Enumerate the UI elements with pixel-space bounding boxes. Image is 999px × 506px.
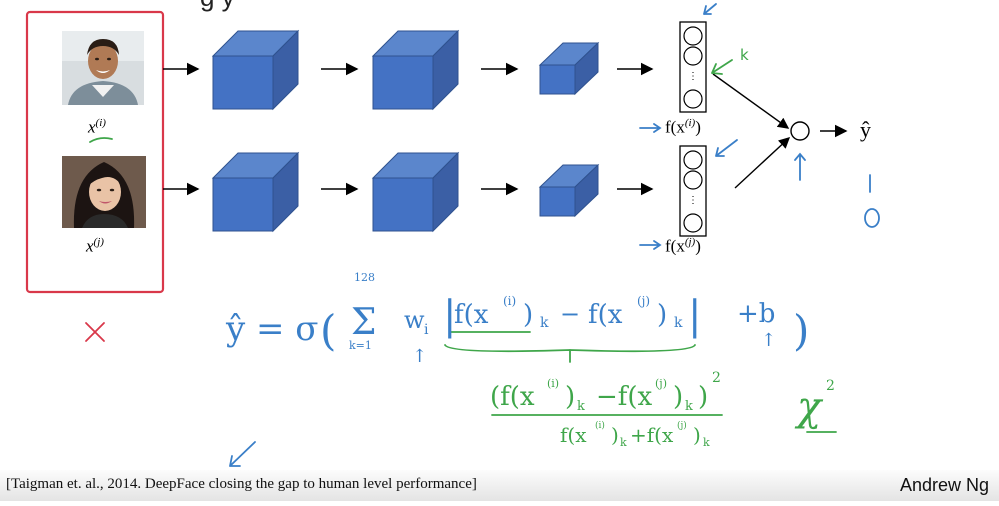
svg-text:): ) — [693, 423, 701, 447]
formula-main: ŷ = σ ( 128 Σ k=1 w i ↑ | f(x (i) ) k − … — [225, 271, 809, 367]
chi-num-b-sup: (j) — [655, 377, 667, 390]
encoding-label-i: f(x(i)) — [665, 117, 701, 137]
chi-den-a: f(x — [560, 423, 587, 447]
face-image-i — [62, 31, 144, 105]
conv-block-3a — [538, 41, 600, 96]
conv-block-3b — [538, 163, 600, 218]
svg-text:): ) — [698, 382, 708, 412]
abs-bar-left: | — [443, 293, 456, 339]
conv-block-2a — [371, 29, 460, 111]
merge-arrow-bottom — [734, 137, 791, 189]
abs-term-right: f(x — [588, 300, 623, 330]
svg-text:): ) — [673, 382, 683, 412]
author-name: Andrew Ng — [899, 475, 989, 495]
input-label-i: x(i) — [88, 117, 106, 137]
abs-bar-right: | — [688, 293, 701, 339]
conv-block-1a — [211, 29, 300, 111]
chi-den-plus: +f(x — [630, 423, 674, 447]
sum-sigma: Σ — [351, 302, 376, 343]
merge-arrow-top — [712, 73, 790, 129]
chi-num-b-sub: k — [685, 399, 693, 414]
chi-symbol: χ — [794, 384, 824, 430]
formula-close-paren: ) — [793, 306, 809, 355]
chi-pow: 2 — [826, 378, 835, 394]
k-label: k — [740, 46, 749, 64]
svg-text:): ) — [657, 300, 667, 330]
face-image-j — [62, 156, 146, 228]
output-yhat: ŷ — [860, 117, 871, 142]
face-woman-icon — [62, 156, 146, 228]
green-annotations — [89, 59, 837, 433]
svg-text:): ) — [565, 382, 575, 412]
red-x-mark — [85, 322, 105, 342]
svg-text:): ) — [523, 300, 533, 330]
bias-arrow: ↑ — [761, 330, 776, 351]
abs-term-right-sup: (j) — [637, 294, 650, 308]
chi-den-a-sub: k — [620, 436, 627, 449]
encoding-label-j: f(x(j)) — [665, 236, 701, 256]
output-node — [790, 121, 810, 141]
conv-block-2b — [371, 151, 460, 233]
encoding-vector-1: ⋮ — [679, 21, 707, 113]
input-frame — [25, 10, 165, 294]
title-fragment: g y — [200, 0, 235, 12]
formula-open-paren: ( — [320, 306, 336, 355]
chi-den-b-sup: (j) — [677, 420, 687, 431]
chi-num-minus: −f(x — [596, 382, 653, 412]
weight: w — [404, 306, 425, 334]
sum-lower: k=1 — [349, 339, 372, 352]
blue-annotations — [229, 3, 880, 467]
chi-num-a-sub: k — [577, 399, 585, 414]
svg-text:⋮: ⋮ — [688, 71, 698, 82]
chi-num-a-sup: (i) — [547, 377, 559, 390]
svg-text:⋮: ⋮ — [688, 195, 698, 206]
sum-upper: 128 — [354, 271, 375, 284]
chi-num-pow: 2 — [712, 370, 721, 386]
abs-term-left-sub: k — [540, 315, 549, 331]
weight-sub: i — [424, 322, 429, 338]
abs-term-left-sup: (i) — [503, 294, 516, 308]
formula-yhat: ŷ = σ — [225, 309, 319, 349]
citation-text: [Taigman et. al., 2014. DeepFace closing… — [6, 476, 477, 492]
footer-bar — [0, 470, 999, 501]
encoding-vector-2: ⋮ — [679, 145, 707, 237]
face-man-icon — [62, 31, 144, 105]
abs-minus: − — [560, 300, 580, 328]
conv-block-1b — [211, 151, 300, 233]
bias: +b — [737, 299, 775, 329]
abs-term-right-sub: k — [674, 315, 683, 331]
svg-text:): ) — [611, 423, 619, 447]
chi-square-expression: (f(x (i) ) k −f(x (j) ) k ) 2 f(x (i) ) … — [490, 370, 835, 449]
weight-arrow: ↑ — [412, 346, 427, 367]
chi-num-a: (f(x — [490, 382, 535, 412]
input-label-j: x(j) — [86, 236, 104, 256]
chi-den-a-sup: (i) — [595, 420, 605, 431]
chi-den-b-sub: k — [703, 436, 710, 449]
abs-term-left: f(x — [454, 300, 489, 330]
